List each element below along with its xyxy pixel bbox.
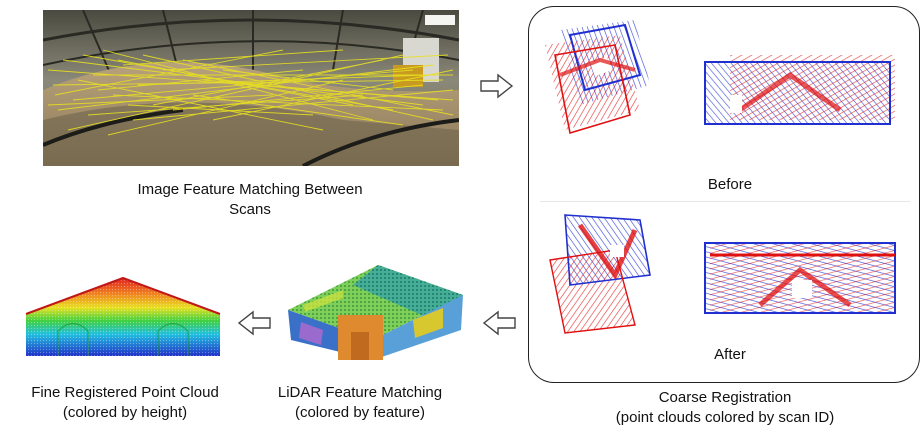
lidar-caption-line2: (colored by feature) — [294, 404, 426, 421]
lidar-caption: LiDAR Feature Matching (colored by featu… — [260, 383, 460, 423]
after-caption: After — [714, 346, 746, 363]
fine-caption-line1: Fine Registered Point Cloud — [31, 384, 219, 401]
image-matching-caption-line1: Image Feature Matching Between — [137, 181, 363, 198]
arrow-left-icon — [482, 310, 516, 336]
before-caption: Before — [707, 176, 753, 193]
before-point-cloud-left — [540, 15, 660, 140]
coarse-caption-line2: (point clouds colored by scan ID) — [615, 409, 835, 426]
arrow-left-icon — [237, 310, 271, 336]
image-matching-caption: Image Feature Matching Between Scans — [100, 180, 400, 220]
coarse-caption-line1: Coarse Registration — [658, 389, 792, 406]
before-point-cloud-right — [700, 50, 900, 135]
coarse-registration-caption: Coarse Registration (point clouds colore… — [560, 388, 890, 428]
arrow-right-icon — [480, 73, 514, 99]
after-point-cloud-left — [540, 205, 660, 335]
image-feature-matching-photo — [43, 10, 459, 166]
lidar-feature-point-cloud — [283, 260, 468, 365]
lidar-caption-line1: LiDAR Feature Matching — [277, 384, 443, 401]
after-point-cloud-right — [700, 235, 905, 320]
fine-caption-line2: (colored by height) — [62, 404, 188, 421]
fine-registered-caption: Fine Registered Point Cloud (colored by … — [5, 383, 245, 423]
image-matching-caption-line2: Scans — [229, 201, 271, 218]
fine-registered-point-cloud — [18, 276, 228, 358]
panel-divider — [540, 201, 910, 202]
